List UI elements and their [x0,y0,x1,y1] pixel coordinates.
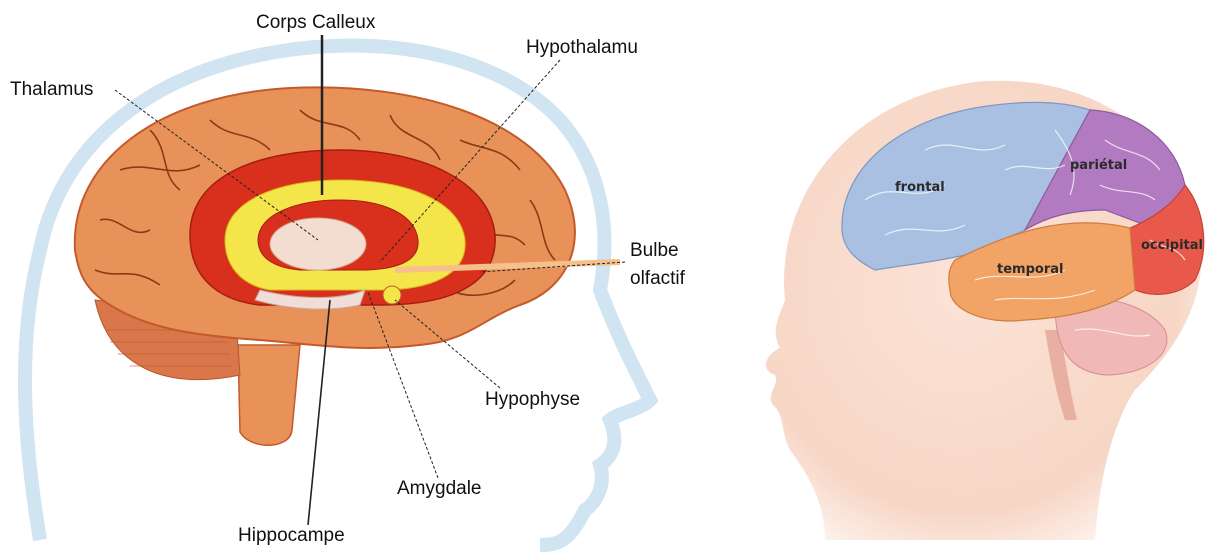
label-hypophyse: Hypophyse [485,389,580,411]
label-parietal: pariétal [1070,158,1127,173]
thalamus-shape [270,218,366,270]
label-bulbe-olfactif-line1: Bulbe [626,240,683,262]
label-temporal: temporal [997,262,1063,277]
hypophysis-shape [383,286,401,304]
limbic-system-illustration [0,0,705,559]
brain-lobes-illustration [705,0,1224,559]
label-bulbe-olfactif-line2: olfactif [626,268,689,290]
label-corps-calleux: Corps Calleux [256,12,375,34]
label-occipital: occipital [1141,238,1203,253]
label-frontal: frontal [895,180,945,195]
label-hippocampe: Hippocampe [234,525,349,547]
label-hypothalamus: Hypothalamu [522,37,642,59]
limbic-system-diagram: Corps Calleux Thalamus Hypothalamu Bulbe… [0,0,705,559]
label-amygdale: Amygdale [393,478,486,500]
brain-lobes-diagram: frontal pariétal temporal occipital [705,0,1224,559]
label-thalamus: Thalamus [10,79,93,101]
brainstem-shape [238,345,300,445]
